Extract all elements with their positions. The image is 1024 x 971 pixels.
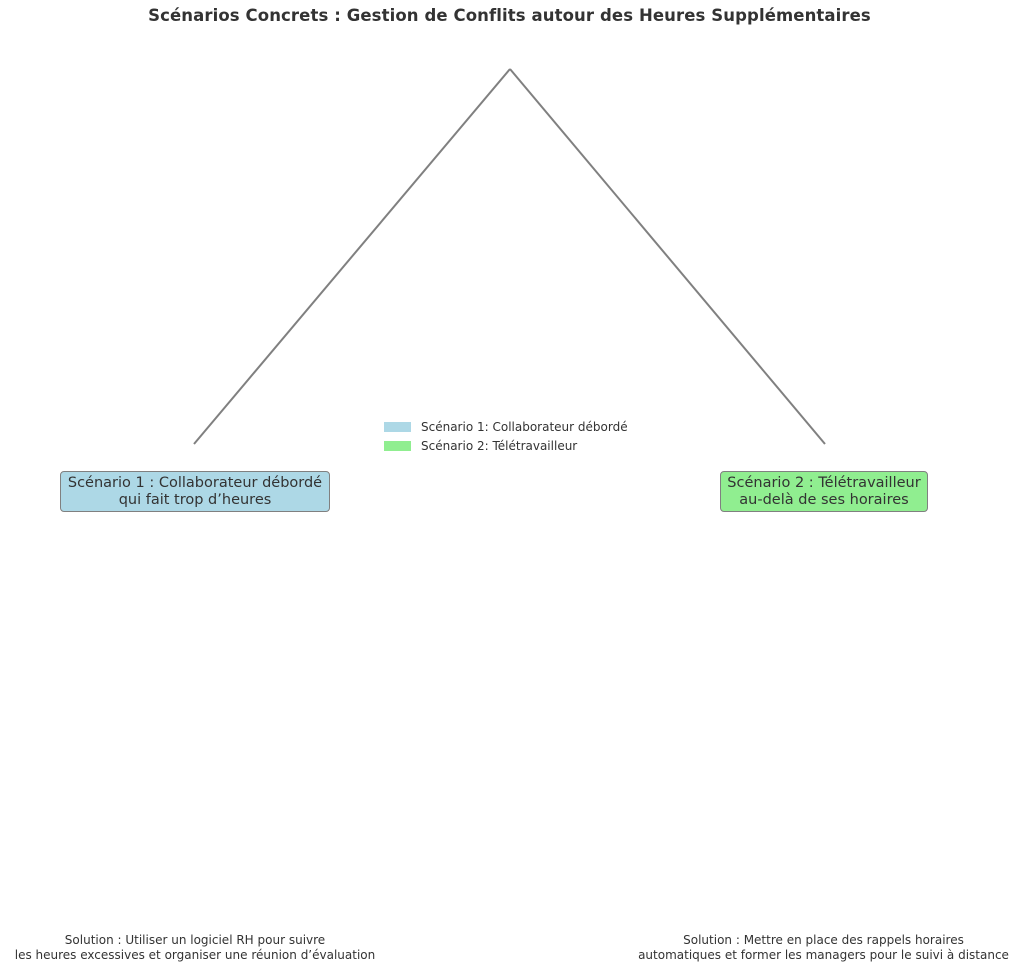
legend-label-scenario-1: Scénario 1: Collaborateur débordé: [421, 419, 628, 434]
scenario-2-solution-line-2: automatiques et former les managers pour…: [638, 948, 1009, 962]
scenario-2-solution-line-1: Solution : Mettre en place des rappels h…: [683, 933, 964, 947]
scenario-1-solution-line-2: les heures excessives et organiser une r…: [14, 948, 376, 962]
scenario-1-line-2: qui fait trop d’heures: [118, 491, 272, 508]
scenario-1-line-1: Scénario 1 : Collaborateur débordé: [67, 474, 323, 491]
legend-item-scenario-2: Scénario 2: Télétravailleur: [384, 436, 628, 455]
connector-line-scenario-1: [193, 68, 511, 445]
scenario-1-solution: Solution : Utiliser un logiciel RH pour …: [0, 933, 390, 963]
scenario-2-line-1: Scénario 2 : Télétravailleur: [727, 474, 921, 491]
legend-label-scenario-2: Scénario 2: Télétravailleur: [421, 438, 578, 453]
scenario-1-box: Scénario 1 : Collaborateur débordé qui f…: [60, 471, 330, 512]
legend: Scénario 1: Collaborateur débordé Scénar…: [384, 417, 628, 455]
scenario-1-solution-line-1: Solution : Utiliser un logiciel RH pour …: [64, 933, 326, 947]
legend-swatch-scenario-2: [384, 440, 411, 451]
legend-item-scenario-1: Scénario 1: Collaborateur débordé: [384, 417, 628, 436]
connector-line-scenario-2: [509, 68, 826, 445]
legend-swatch-scenario-1: [384, 421, 411, 432]
scenario-2-line-2: au-delà de ses horaires: [739, 491, 909, 508]
diagram-title: Scénarios Concrets : Gestion de Conflits…: [148, 6, 871, 25]
scenario-2-box: Scénario 2 : Télétravailleur au-delà de …: [720, 471, 928, 512]
scenario-2-solution: Solution : Mettre en place des rappels h…: [628, 933, 1019, 963]
